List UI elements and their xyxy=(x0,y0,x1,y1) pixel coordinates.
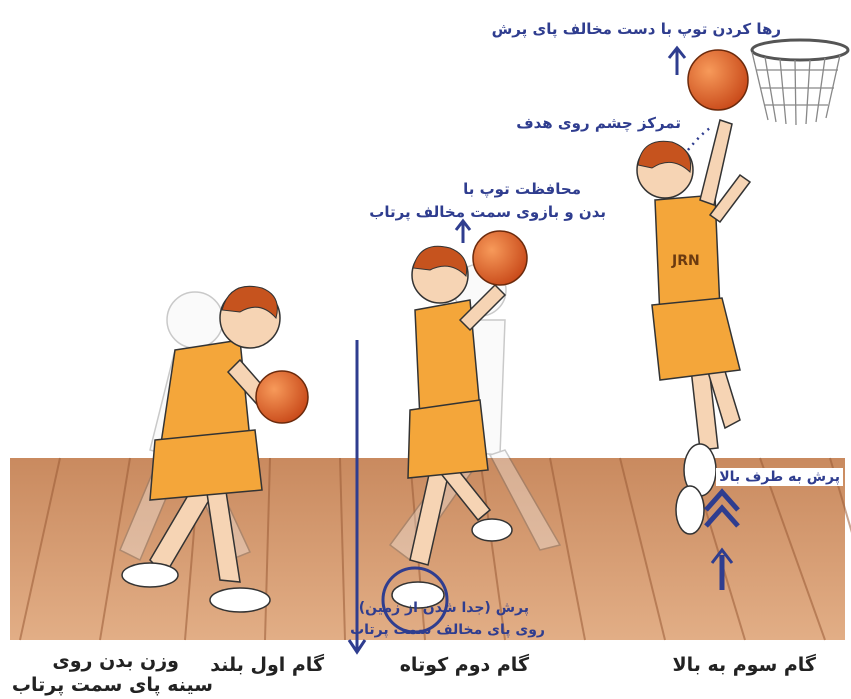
caption-step2: گام دوم کوتاه xyxy=(400,654,529,676)
up-arrow-icon-protect xyxy=(456,221,470,243)
caption-step1: گام اول بلند xyxy=(210,654,324,676)
jersey-number: JRN xyxy=(671,253,700,269)
annotation-protect-ball-line1: محافظت توپ با xyxy=(463,180,581,198)
caption-weight-line2: سینه پای سمت پرتاب xyxy=(12,674,213,696)
annotation-release-ball: رها کردن توپ با دست مخالف پای پرش xyxy=(492,20,781,38)
annotation-jump-up: پرش به طرف بالا xyxy=(716,468,843,486)
ball-step3 xyxy=(688,50,748,110)
ball-step1 xyxy=(256,371,308,423)
caption-weight-line1: وزن بدن روی xyxy=(52,650,179,672)
annotation-eye-focus: تمرکز چشم روی هدف xyxy=(516,114,681,132)
annotation-protect-ball-line2: بدن و بازوی سمت مخالف پرتاب xyxy=(369,203,606,221)
up-arrow-icon xyxy=(669,48,685,75)
annotation-takeoff-line2: روی پای مخالف سمت پرتاب xyxy=(350,622,545,638)
ball-step2 xyxy=(473,231,527,285)
annotation-takeoff-line1: پرش (جدا شدن از زمین) xyxy=(359,600,529,616)
basketball-hoop xyxy=(752,40,848,125)
caption-step3: گام سوم به بالا xyxy=(672,654,816,676)
